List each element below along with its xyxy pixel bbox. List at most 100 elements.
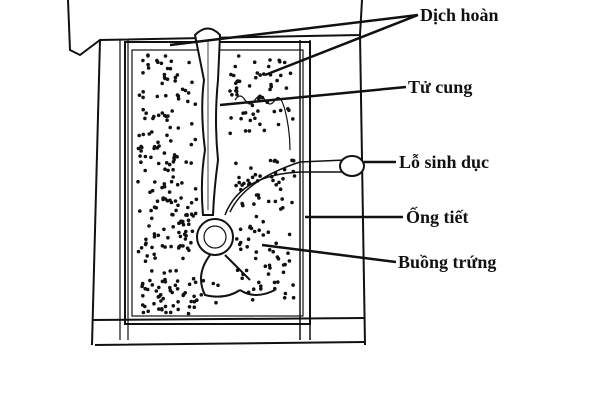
testis-follicle: [164, 93, 168, 98]
testis-follicle: [240, 201, 244, 206]
testis-follicle: [163, 167, 167, 171]
testis-follicle: [187, 222, 191, 226]
testis-follicle: [237, 242, 242, 247]
testis-follicle: [186, 99, 190, 104]
testis-follicle: [284, 86, 289, 90]
testis-follicle: [189, 240, 193, 245]
testis-follicle: [186, 218, 191, 223]
testis-follicle: [153, 180, 157, 184]
testis-follicle: [138, 154, 142, 158]
testis-follicle: [235, 268, 240, 273]
testis-follicle: [183, 237, 188, 241]
testis-follicle: [181, 256, 185, 261]
testis-follicle: [238, 227, 243, 232]
testis-follicle: [178, 234, 183, 239]
testis-follicle: [182, 232, 187, 236]
testis-follicle: [156, 113, 161, 118]
testis-follicle: [176, 97, 181, 101]
testis-follicle: [180, 87, 185, 92]
testis-follicle: [161, 197, 165, 202]
testis-follicle: [173, 283, 178, 288]
testis-follicle: [162, 182, 167, 186]
testis-follicle: [152, 144, 157, 149]
testis-follicle: [273, 158, 277, 163]
testis-follicle: [237, 180, 241, 185]
testis-follicle: [177, 230, 181, 235]
testis-follicle: [140, 284, 144, 289]
testis-follicle: [184, 229, 188, 234]
testis-follicle: [139, 160, 143, 164]
testis-follicle: [199, 293, 204, 297]
testis-follicle: [156, 140, 160, 145]
testis-follicle: [163, 277, 167, 282]
testis-follicle: [179, 220, 184, 224]
testis-follicle: [291, 158, 296, 163]
testis-follicle: [190, 80, 194, 85]
testis-follicle: [261, 219, 266, 224]
testis-follicle: [287, 108, 291, 113]
testis-follicle: [273, 286, 277, 291]
label-genital-pore: Lỗ sinh dục: [399, 152, 489, 172]
testis-follicle: [250, 103, 255, 108]
testis-follicle: [256, 109, 260, 113]
testis-follicle: [268, 158, 273, 163]
testis-follicle: [168, 125, 172, 130]
testis-follicle: [139, 246, 144, 250]
testis-follicle: [258, 94, 262, 99]
testis-follicle: [193, 211, 198, 216]
testis-follicle: [170, 212, 174, 217]
testis-follicle: [275, 78, 279, 83]
testis-follicle: [189, 201, 194, 205]
testis-follicle: [154, 289, 159, 293]
testis-follicle: [179, 196, 183, 200]
testis-follicle: [250, 298, 255, 302]
testis-follicle: [288, 71, 293, 76]
testis-follicle: [201, 278, 206, 283]
label-uterus: Tử cung: [408, 77, 472, 97]
testis-follicle: [155, 146, 160, 150]
testis-follicle: [143, 304, 147, 309]
testis-follicle: [279, 73, 283, 78]
testis-follicle: [189, 299, 193, 304]
testis-follicle: [143, 168, 147, 173]
testis-follicle: [160, 111, 165, 115]
testis-follicle: [175, 93, 180, 97]
label-ovary: Buồng trứng: [398, 252, 496, 272]
testis-follicle: [167, 190, 172, 194]
testis-follicle: [171, 167, 175, 172]
testis-follicle: [255, 71, 260, 75]
testis-follicle: [175, 73, 180, 77]
testis-follicle: [170, 109, 174, 113]
testis-follicle: [247, 181, 252, 186]
testis-follicle: [173, 199, 178, 203]
testis-follicle: [243, 111, 248, 115]
testis-follicle: [283, 262, 287, 267]
testis-follicle: [165, 77, 170, 81]
testis-follicle: [187, 282, 192, 287]
testis-follicle: [186, 311, 191, 316]
testis-follicle: [258, 73, 263, 77]
testis-follicle: [255, 179, 260, 183]
testis-follicle: [163, 245, 167, 249]
testis-follicle: [258, 122, 262, 127]
testis-follicle: [156, 161, 161, 166]
testis-follicle: [146, 54, 150, 58]
testis-follicle: [259, 284, 263, 289]
testis-follicle: [235, 92, 239, 97]
testis-follicle: [269, 84, 274, 89]
testis-follicle: [150, 269, 154, 273]
testis-follicle: [189, 161, 193, 165]
testis-follicle: [240, 276, 244, 281]
testis-follicle: [176, 203, 180, 208]
testis-follicle: [229, 72, 233, 77]
testis-follicle: [152, 301, 156, 306]
testis-follicle: [281, 177, 285, 181]
testis-follicle: [246, 290, 251, 295]
testis-follicle: [273, 171, 278, 176]
label-excretory-canal: Ống tiết: [406, 206, 469, 227]
testis-follicle: [141, 90, 145, 94]
testis-follicle: [273, 199, 278, 204]
testis-follicle: [282, 60, 287, 65]
testis-follicle: [148, 278, 152, 283]
testis-follicle: [155, 94, 160, 99]
